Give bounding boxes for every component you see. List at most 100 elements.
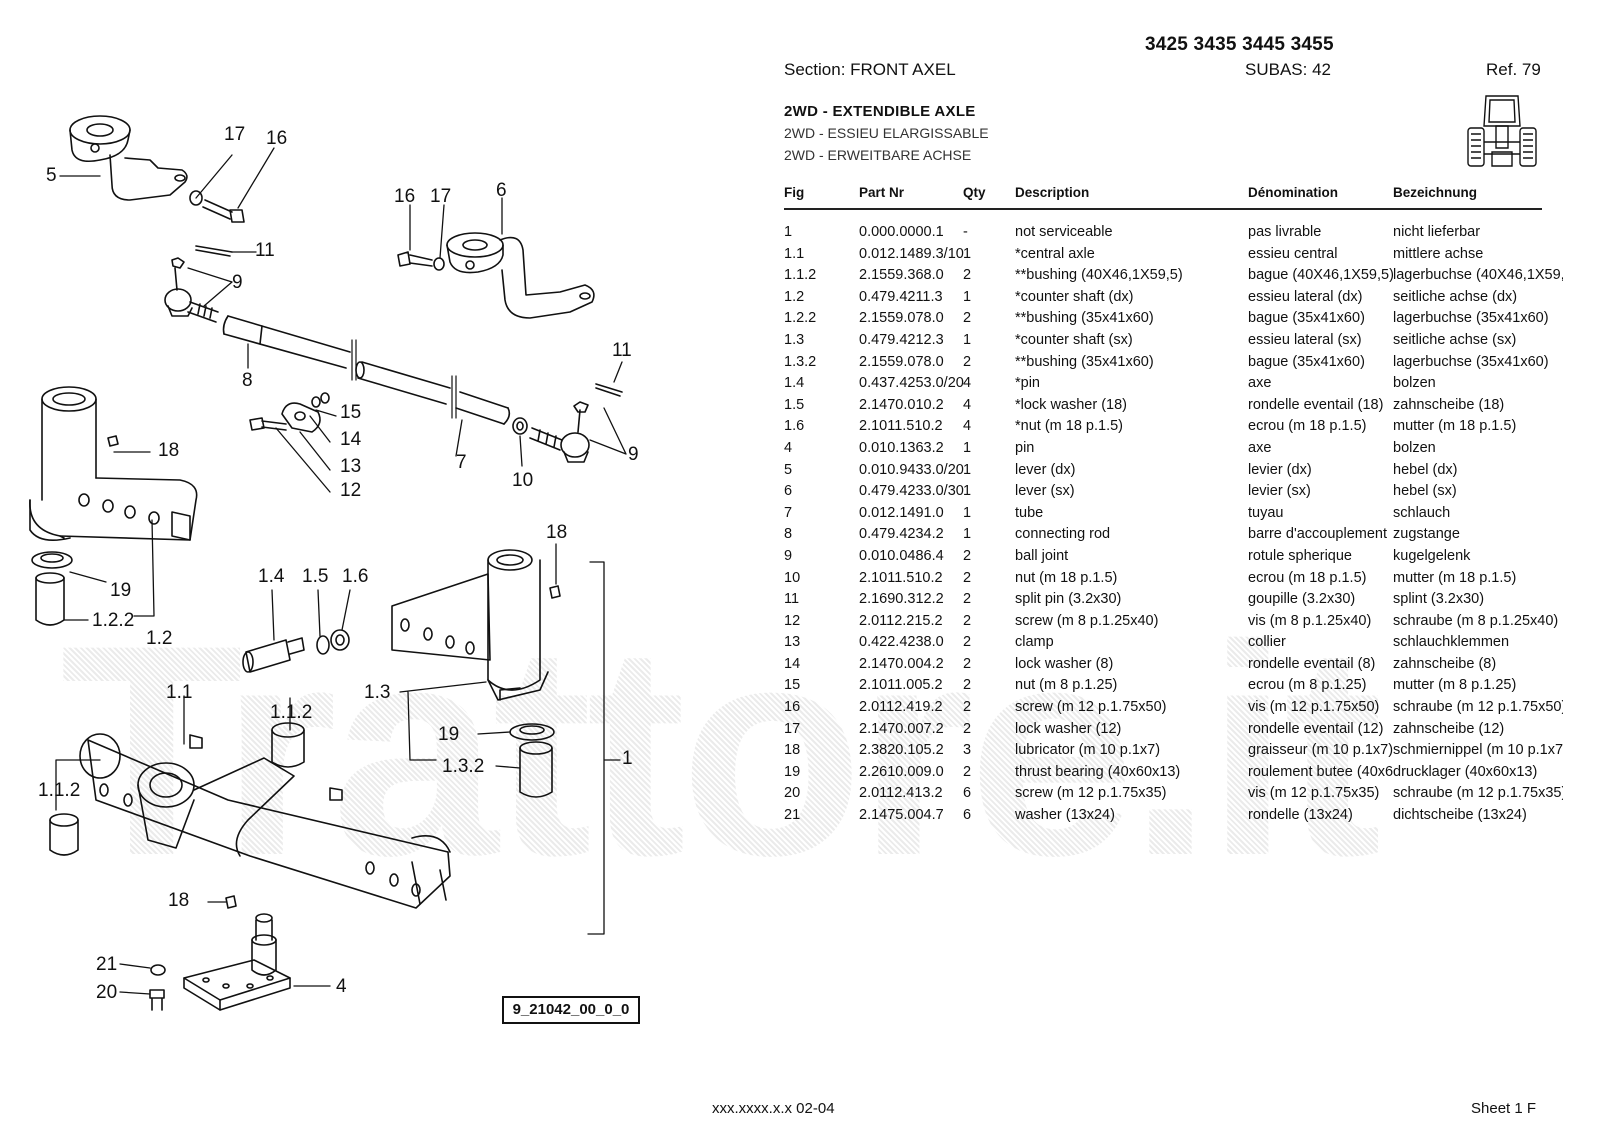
callout-13: 13: [340, 456, 362, 477]
split-pin-11-right: [595, 383, 623, 397]
split-pin-11-left: [195, 245, 233, 257]
cell-qty: 2: [963, 353, 972, 370]
col-description: Description: [1015, 185, 1090, 200]
callout-1-1-2: 1.1.2: [270, 702, 313, 723]
cell-description: screw (m 12 p.1.75x35): [1015, 785, 1167, 802]
callout-16: 16: [266, 128, 288, 149]
bushing-1-1-2-b: [271, 722, 305, 768]
lock-washer-1-5: [316, 635, 330, 655]
footer-sheet: Sheet 1 F: [1471, 1100, 1537, 1117]
cell-qty: 1: [963, 288, 972, 305]
cell-description: **bushing (40X46,1X59,5): [1015, 267, 1183, 284]
bushing-1-3-2: [519, 741, 553, 798]
cell-denomination: rotule spherique: [1248, 547, 1352, 564]
cell-description: *counter shaft (dx): [1015, 288, 1134, 305]
callout-1-1-2-b: 1.1.2: [38, 780, 81, 801]
subas-label: SUBAS: 42: [1245, 60, 1331, 79]
pin-1-4: [242, 637, 305, 673]
cell-denomination: essieu lateral (sx): [1248, 331, 1362, 348]
callout-1-1: 1.1: [166, 682, 193, 703]
cell-fig: 13: [784, 634, 801, 651]
ref-label: Ref. 79: [1486, 60, 1541, 79]
cell-fig: 11: [784, 591, 800, 608]
screw-16-part-b: [397, 251, 433, 267]
washer-17-part: [189, 190, 203, 206]
cell-description: lever (dx): [1015, 461, 1076, 478]
callout-9: 9: [232, 272, 243, 293]
connecting-rod-8: [222, 315, 351, 369]
cell-denomination: axe: [1248, 439, 1272, 456]
cell-bezeichnung: mutter (m 18 p.1.5): [1393, 569, 1517, 586]
cell-bezeichnung: dichtscheibe (13x24): [1393, 807, 1527, 824]
cell-description: pin: [1015, 439, 1035, 456]
callout-17-b: 17: [430, 186, 452, 207]
lever-5-part: [69, 115, 188, 201]
cell-fig: 1.3.2: [784, 353, 817, 370]
cell-qty: 6: [963, 785, 972, 802]
cell-denomination: ecrou (m 18 p.1.5): [1248, 569, 1367, 586]
cell-qty: 1: [963, 483, 972, 500]
cell-description: ball joint: [1015, 547, 1069, 564]
cell-fig: 1.3: [784, 331, 805, 348]
callout-18-b: 18: [546, 522, 568, 543]
cell-denomination: bague (35x41x60): [1248, 353, 1365, 370]
cell-denomination: rondelle (13x24): [1248, 807, 1353, 824]
col-fig: Fig: [784, 185, 805, 200]
cell-part-nr: 0.010.0486.4: [859, 547, 944, 564]
lever-6-part: [446, 232, 595, 319]
callout-18: 18: [158, 440, 180, 461]
cell-denomination: rondelle eventail (8): [1248, 655, 1376, 672]
cell-qty: 2: [963, 677, 972, 694]
cell-qty: 2: [963, 612, 972, 629]
callout-7: 7: [456, 452, 467, 473]
cell-denomination: graisseur (m 10 p.1x7): [1248, 742, 1393, 759]
cell-bezeichnung: splint (3.2x30): [1393, 591, 1485, 608]
clamp-13-part: [281, 402, 321, 433]
title-german: 2WD - ERWEITBARE ACHSE: [784, 147, 972, 163]
callout-14: 14: [340, 429, 362, 450]
cell-fig: 16: [784, 699, 801, 716]
cell-qty: 2: [963, 310, 972, 327]
cell-part-nr: 2.1011.510.2: [859, 418, 943, 435]
cell-fig: 1.5: [784, 396, 805, 413]
cell-fig: 1.6: [784, 418, 805, 435]
cell-part-nr: 2.1475.004.7: [859, 807, 944, 824]
cell-fig: 8: [784, 526, 793, 543]
callout-1-2-2: 1.2.2: [92, 610, 135, 631]
cell-bezeichnung: hebel (dx): [1393, 461, 1458, 478]
cell-part-nr: 2.1559.368.0: [859, 267, 944, 284]
callout-1: 1: [622, 748, 633, 769]
cell-description: *lock washer (18): [1015, 396, 1128, 413]
callout-18-c: 18: [168, 890, 190, 911]
cell-part-nr: 2.1011.005.2: [859, 677, 943, 694]
ball-joint-9-right: [529, 401, 590, 463]
callout-6: 6: [496, 180, 507, 201]
cell-part-nr: 2.0112.419.2: [859, 699, 943, 716]
nut-10-part: [512, 417, 528, 435]
washer-21-part: [150, 964, 166, 976]
title-french: 2WD - ESSIEU ELARGISSABLE: [784, 125, 989, 141]
figure-id-box: 9_21042_00_0_0: [502, 996, 640, 1024]
cell-fig: 1.4: [784, 375, 805, 392]
cell-qty: 4: [963, 396, 972, 413]
cell-qty: 4: [963, 375, 972, 392]
parts-table: Fig Part Nr Qty Description Dénomination…: [784, 182, 1563, 827]
cell-part-nr: 0.479.4212.3: [859, 331, 944, 348]
cell-bezeichnung: zugstange: [1393, 526, 1460, 543]
cell-bezeichnung: zahnscheibe (12): [1393, 720, 1505, 737]
ball-joint-9-left: [164, 257, 219, 323]
callout-1-2: 1.2: [146, 628, 173, 649]
cell-denomination: levier (dx): [1248, 461, 1312, 478]
cell-denomination: collier: [1248, 634, 1286, 651]
lubricator-18-b: [549, 585, 561, 599]
cell-denomination: rondelle eventail (18): [1248, 396, 1384, 413]
